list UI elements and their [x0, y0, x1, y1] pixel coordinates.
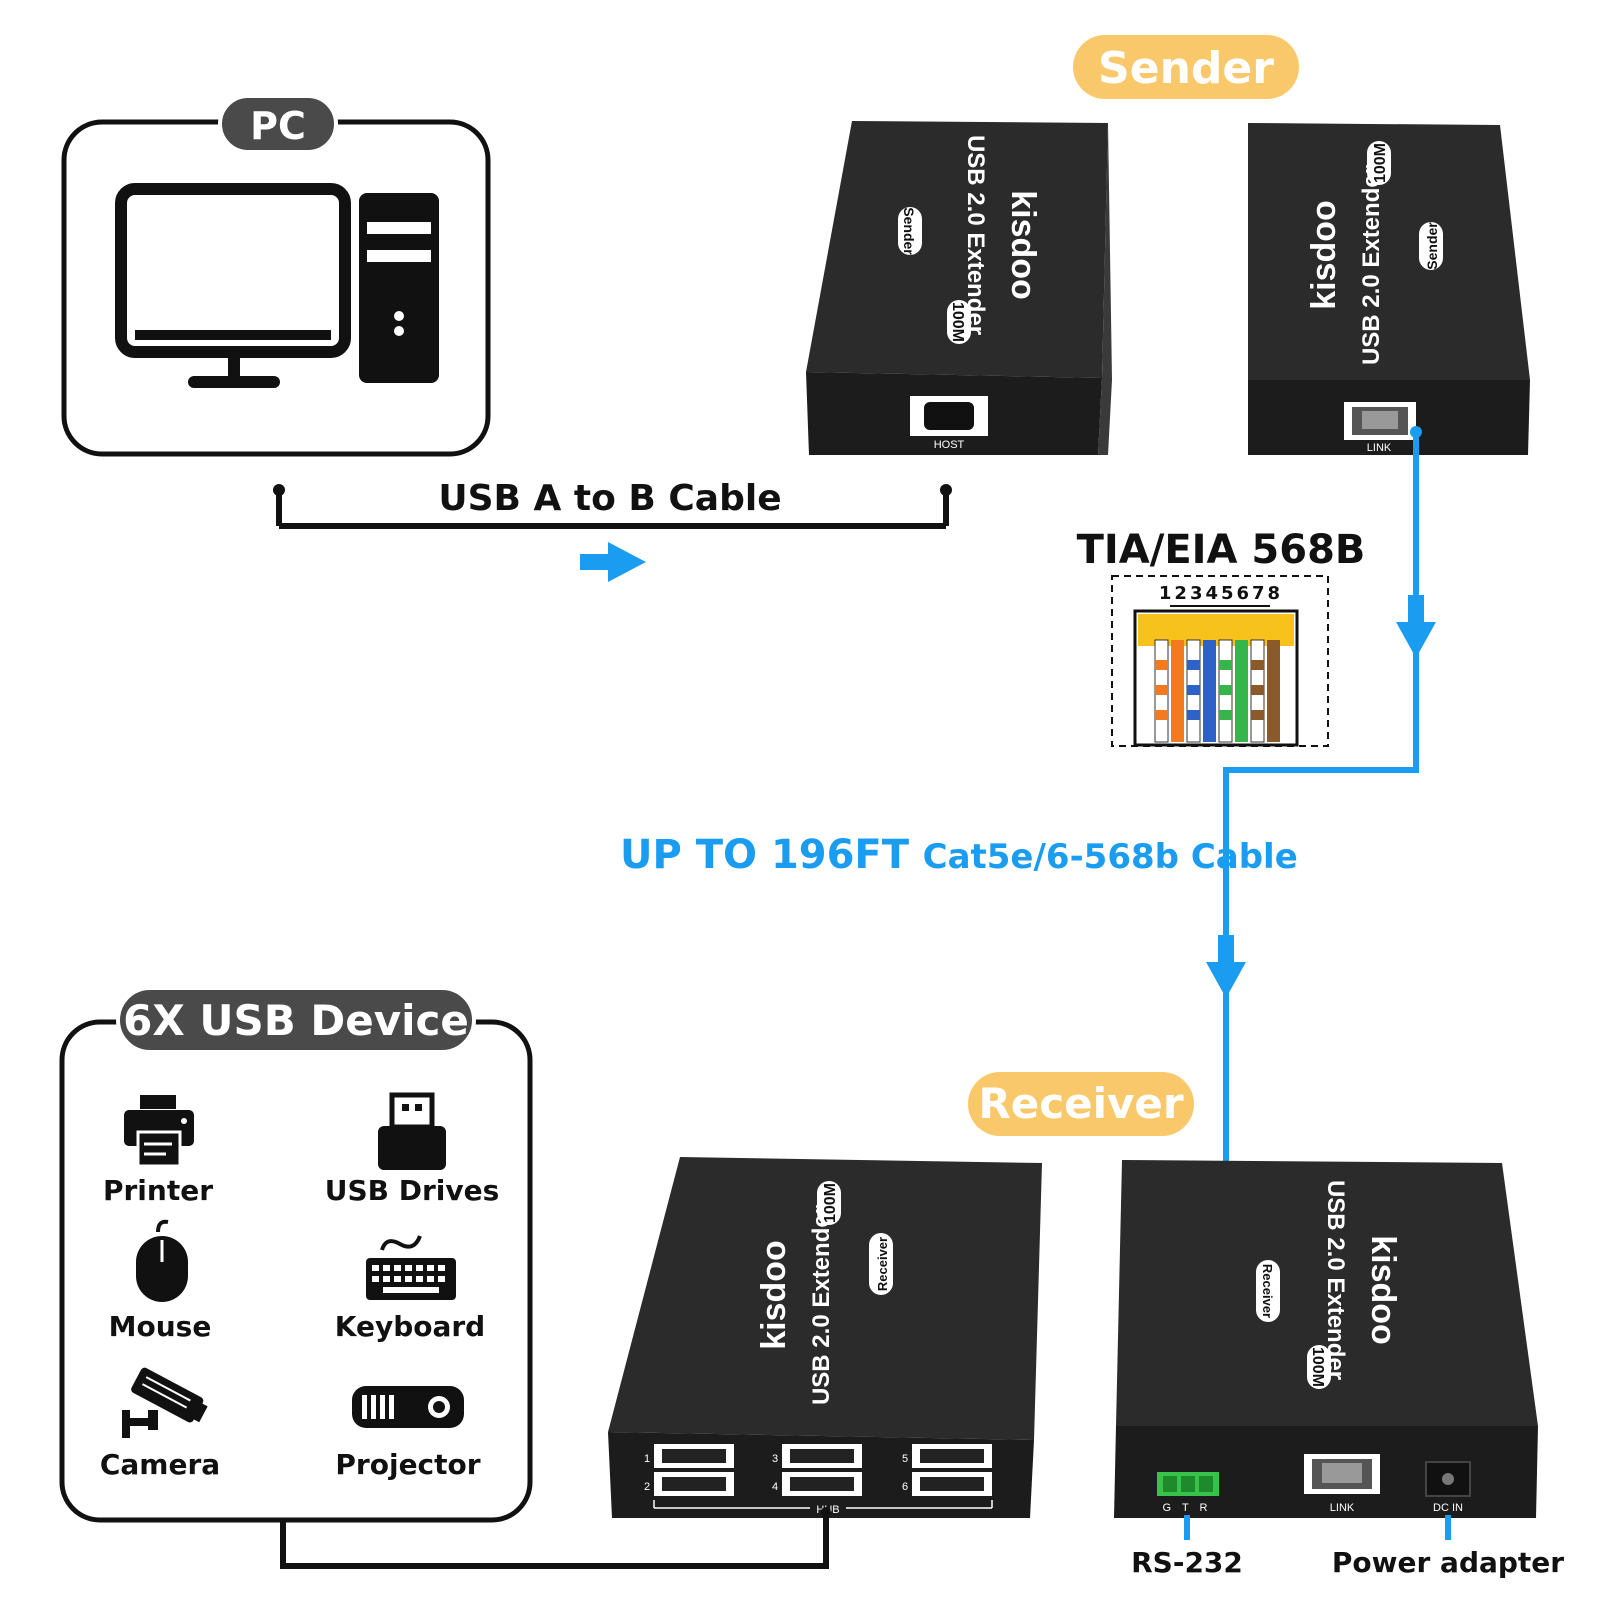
svg-text:USB 2.0 Extender: USB 2.0 Extender: [1358, 165, 1385, 365]
sender-unit-link: kisdoo USB 2.0 Extender 100M Sender LINK: [1248, 123, 1530, 455]
svg-text:USB Drives: USB Drives: [325, 1174, 500, 1207]
svg-text:Receiver: Receiver: [978, 1079, 1183, 1128]
wiring-title: TIA/EIA 568B: [1077, 527, 1366, 573]
svg-text:12345678: 12345678: [1159, 583, 1283, 604]
usb-hub-ports: [654, 1444, 992, 1496]
pc-panel: PC: [61, 94, 491, 457]
svg-text:5: 5: [902, 1453, 908, 1465]
rj45-port: [1344, 402, 1416, 440]
svg-text:USB 2.0 Extender: USB 2.0 Extender: [1322, 1180, 1349, 1380]
svg-text:Sender: Sender: [901, 207, 917, 255]
cable-distance-label: UP TO 196FT Cat5e/6-568b Cable: [620, 832, 1298, 878]
svg-text:Sender: Sender: [1424, 222, 1440, 270]
svg-text:USB 2.0 Extender: USB 2.0 Extender: [808, 1205, 835, 1405]
svg-text:1: 1: [644, 1453, 650, 1465]
svg-text:Projector: Projector: [335, 1448, 480, 1481]
arrow-right-icon: [580, 542, 646, 582]
desktop-computer-icon: [115, 183, 439, 388]
mouse-icon: [136, 1219, 188, 1302]
svg-text:USB 2.0 Extender: USB 2.0 Extender: [962, 135, 989, 335]
svg-text:Printer: Printer: [103, 1174, 213, 1207]
sender-pill: Sender: [1073, 35, 1299, 99]
usb-cable-label: USB A to B Cable: [438, 478, 781, 519]
svg-text:Mouse: Mouse: [109, 1310, 212, 1343]
rj45-wiring-diagram: 12345678: [1111, 575, 1329, 747]
printer-icon: [124, 1095, 194, 1168]
rs232-label: RS-232: [1131, 1546, 1243, 1579]
svg-text:LINK: LINK: [1330, 1502, 1355, 1514]
usb-cable-bracket: [273, 484, 952, 529]
svg-text:Receiver: Receiver: [875, 1237, 890, 1291]
svg-text:6: 6: [902, 1481, 908, 1493]
svg-text:Keyboard: Keyboard: [335, 1310, 485, 1343]
receiver-pill: Receiver: [968, 1072, 1194, 1136]
svg-text:100M: 100M: [949, 302, 966, 342]
svg-text:HOST: HOST: [934, 439, 965, 451]
projector-icon: [352, 1386, 464, 1428]
svg-text:kisdoo: kisdoo: [1004, 190, 1042, 300]
usb-hub-cable: [280, 1507, 831, 1569]
security-camera-icon: [122, 1367, 208, 1438]
devices-title: 6X USB Device: [123, 996, 469, 1045]
svg-text:100M: 100M: [1372, 143, 1389, 183]
svg-text:Receiver: Receiver: [1260, 1264, 1275, 1318]
svg-text:100M: 100M: [822, 1183, 839, 1223]
svg-text:3: 3: [772, 1453, 778, 1465]
svg-text:DC IN: DC IN: [1433, 1502, 1463, 1514]
keyboard-icon: [366, 1235, 456, 1300]
power-adapter-label: Power adapter: [1332, 1546, 1564, 1579]
arrow-down-icon: [1396, 595, 1436, 658]
pc-title: PC: [250, 104, 306, 148]
svg-text:Camera: Camera: [100, 1448, 220, 1481]
usb-drive-icon: [378, 1092, 446, 1170]
svg-text:LINK: LINK: [1367, 442, 1392, 454]
arrow-down-icon: [1206, 935, 1246, 998]
svg-text:Sender: Sender: [1098, 43, 1274, 94]
svg-text:4: 4: [772, 1481, 778, 1493]
svg-text:2: 2: [644, 1481, 650, 1493]
svg-text:kisdoo: kisdoo: [1305, 200, 1343, 310]
usb-b-port: [910, 396, 988, 436]
rs232-terminal: [1157, 1472, 1219, 1496]
svg-text:100M: 100M: [1309, 1347, 1326, 1387]
receiver-unit-link: kisdoo USB 2.0 Extender 100M Receiver G …: [1114, 1160, 1538, 1518]
sender-unit-host: kisdoo USB 2.0 Extender 100M Sender HOST: [806, 121, 1112, 455]
usb-devices-panel: 6X USB Device: [59, 986, 533, 1523]
svg-text:kisdoo: kisdoo: [1364, 1235, 1402, 1345]
rj45-port: [1304, 1454, 1380, 1494]
dc-power-jack: [1425, 1461, 1471, 1497]
svg-text:kisdoo: kisdoo: [755, 1240, 793, 1350]
receiver-unit-hub: kisdoo USB 2.0 Extender 100M Receiver 1 …: [608, 1157, 1042, 1518]
svg-text:G T R: G T R: [1163, 1502, 1212, 1514]
